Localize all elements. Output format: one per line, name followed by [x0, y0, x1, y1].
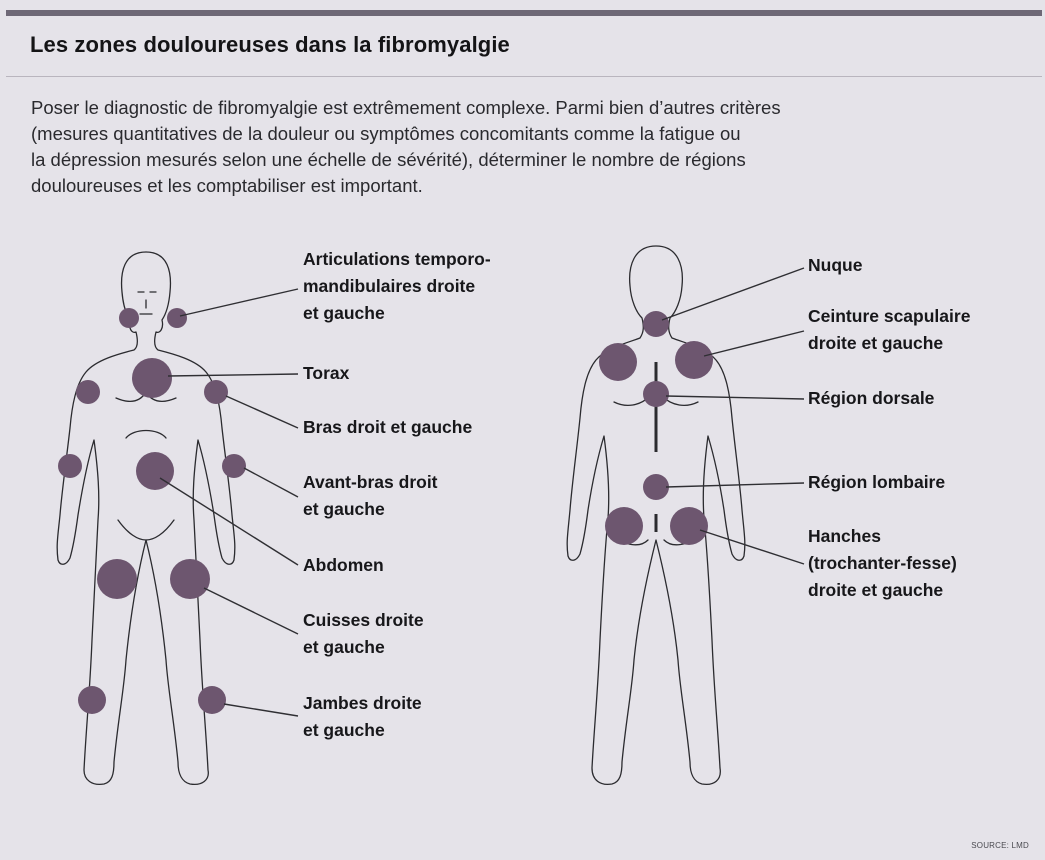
- label-line: Avant-bras droit: [303, 469, 438, 496]
- label-abdomen: Abdomen: [303, 552, 384, 579]
- leader-avant-bras: [244, 468, 298, 497]
- front-body-figure: [57, 252, 298, 784]
- label-lombaire: Région lombaire: [808, 469, 945, 496]
- label-line: et gauche: [303, 300, 491, 327]
- pain-zone-hip-left: [670, 507, 708, 545]
- pain-zone-shoulder-left: [675, 341, 713, 379]
- label-line: Articulations temporo-: [303, 246, 491, 273]
- pain-zone-tmj-left: [167, 308, 187, 328]
- leader-dorsale: [666, 396, 804, 399]
- pain-zone-leg-right: [78, 686, 106, 714]
- pain-zone-leg-left: [198, 686, 226, 714]
- pain-zone-thigh-right: [97, 559, 137, 599]
- label-line: et gauche: [303, 634, 424, 661]
- label-ceinture: Ceinture scapulaire droite et gauche: [808, 303, 970, 357]
- pain-zone-arm-right: [76, 380, 100, 404]
- label-torax: Torax: [303, 360, 349, 387]
- pain-zone-dorsale: [643, 381, 669, 407]
- front-face-marks: [138, 292, 156, 314]
- leader-lombaire: [666, 483, 804, 487]
- pain-zone-arm-left: [204, 380, 228, 404]
- label-line: et gauche: [303, 496, 438, 523]
- label-line: et gauche: [303, 717, 422, 744]
- label-hanches: Hanches (trochanter-fesse) droite et gau…: [808, 523, 957, 604]
- source-credit: SOURCE: LMD: [971, 841, 1029, 850]
- leader-hanches: [700, 530, 804, 564]
- label-line: Jambes droite: [303, 690, 422, 717]
- leader-bras: [226, 396, 298, 428]
- pain-zone-thigh-left: [170, 559, 210, 599]
- label-dorsale: Région dorsale: [808, 385, 934, 412]
- pain-zone-hip-right: [605, 507, 643, 545]
- leader-cuisses: [204, 588, 298, 634]
- label-line: Nuque: [808, 252, 862, 279]
- leader-nuque: [662, 268, 804, 320]
- pain-zone-abdomen: [136, 452, 174, 490]
- leader-tmj: [180, 289, 298, 316]
- label-line: droite et gauche: [808, 330, 970, 357]
- label-line: (trochanter-fesse): [808, 550, 957, 577]
- label-jambes: Jambes droite et gauche: [303, 690, 422, 744]
- label-line: droite et gauche: [808, 577, 957, 604]
- label-nuque: Nuque: [808, 252, 862, 279]
- label-line: Bras droit et gauche: [303, 414, 472, 441]
- pain-zone-nuque: [643, 311, 669, 337]
- leader-torax: [168, 374, 298, 376]
- label-line: Cuisses droite: [303, 607, 424, 634]
- pain-zone-torax: [132, 358, 172, 398]
- label-line: mandibulaires droite: [303, 273, 491, 300]
- label-tmj: Articulations temporo- mandibulaires dro…: [303, 246, 491, 327]
- label-line: Abdomen: [303, 552, 384, 579]
- leader-ceinture: [704, 331, 804, 356]
- label-line: Hanches: [808, 523, 957, 550]
- pain-zone-forearm-right: [58, 454, 82, 478]
- label-line: Torax: [303, 360, 349, 387]
- back-body-figure: [567, 246, 804, 784]
- leader-jambes: [224, 704, 298, 716]
- label-avant-bras: Avant-bras droit et gauche: [303, 469, 438, 523]
- label-line: Région lombaire: [808, 469, 945, 496]
- label-cuisses: Cuisses droite et gauche: [303, 607, 424, 661]
- pain-zone-shoulder-right: [599, 343, 637, 381]
- pain-zone-tmj-right: [119, 308, 139, 328]
- label-bras: Bras droit et gauche: [303, 414, 472, 441]
- label-line: Région dorsale: [808, 385, 934, 412]
- pain-zone-forearm-left: [222, 454, 246, 478]
- pain-zone-lombaire: [643, 474, 669, 500]
- label-line: Ceinture scapulaire: [808, 303, 970, 330]
